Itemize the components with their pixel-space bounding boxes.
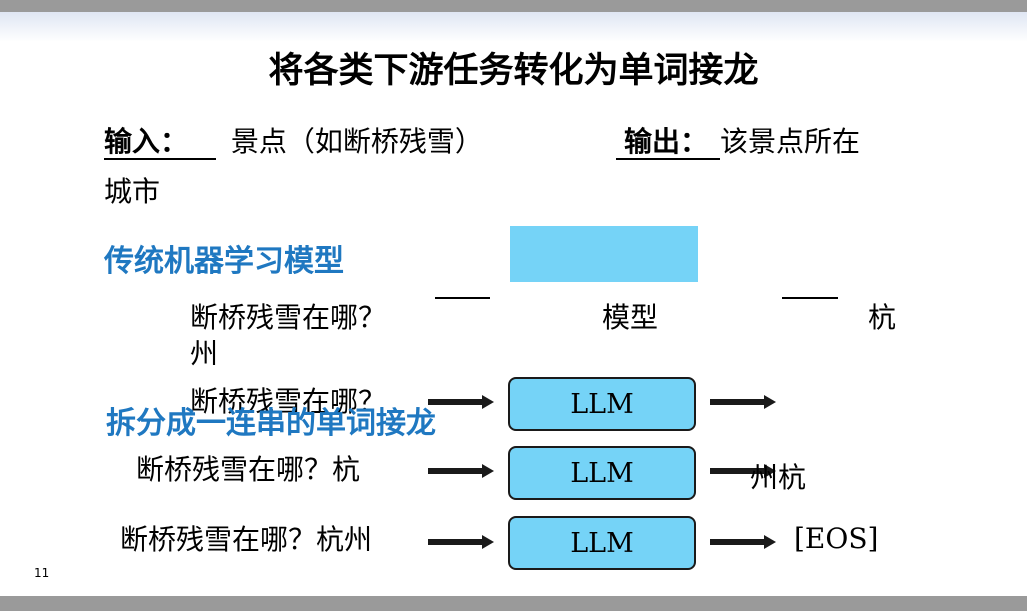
traditional-heading: 传统机器学习模型 — [104, 244, 344, 279]
traditional-question: 断桥残雪在哪？ — [190, 301, 387, 334]
llm-box: LLM — [508, 516, 696, 570]
row3-input: 断桥残雪在哪？杭州 — [120, 523, 373, 556]
row3-output: [EOS] — [794, 522, 879, 555]
llm-label: LLM — [570, 388, 634, 420]
model-box — [510, 226, 698, 282]
output-text-wrap: 城市 — [104, 175, 161, 208]
output-underline — [708, 132, 721, 160]
llm-box: LLM — [508, 446, 696, 500]
traditional-answer-wrap: 州 — [190, 337, 219, 370]
dash-line-left — [435, 297, 490, 299]
model-label: 模型 — [602, 301, 659, 334]
output-text: 该景点所在 — [720, 125, 861, 158]
arrow-right-icon — [428, 395, 494, 409]
slide-title: 将各类下游任务转化为单词接龙 — [268, 51, 759, 91]
arrow-right-icon — [710, 395, 776, 409]
top-gradient — [0, 12, 1027, 42]
llm-box: LLM — [508, 377, 696, 431]
output-section: 输出： 该景点所在 — [616, 120, 860, 160]
arrow-right-icon — [710, 464, 776, 478]
input-text: 景点（如断桥残雪） — [230, 125, 483, 158]
arrow-right-icon — [428, 535, 494, 549]
output-underline-lead — [616, 132, 624, 160]
page-number: 11 — [34, 566, 50, 580]
llm-label: LLM — [570, 527, 634, 559]
row1-input: 断桥残雪在哪？ — [190, 385, 387, 418]
split-heading: 拆分成一连串的单词接龙 — [106, 406, 436, 441]
output-label: 输出： — [624, 125, 709, 160]
top-bar — [0, 0, 1027, 12]
row2-output: 州杭 — [750, 461, 807, 494]
input-label: 输入： — [104, 125, 189, 160]
input-underline — [188, 132, 217, 160]
row2-input: 断桥残雪在哪？杭 — [136, 453, 361, 486]
input-section: 输入： 景点（如断桥残雪） — [104, 120, 483, 160]
dash-line-right — [782, 297, 838, 299]
traditional-answer: 杭 — [868, 301, 897, 334]
bottom-bar — [0, 596, 1027, 611]
llm-label: LLM — [570, 457, 634, 489]
arrow-right-icon — [428, 464, 494, 478]
arrow-right-icon — [710, 535, 776, 549]
